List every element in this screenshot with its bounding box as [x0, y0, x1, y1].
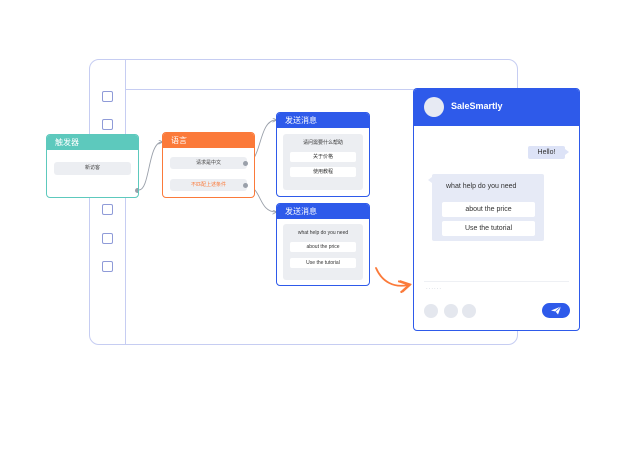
image-icon[interactable] [462, 304, 476, 318]
sidebar-tool-icon[interactable] [102, 119, 113, 130]
output-port[interactable] [135, 188, 138, 193]
message-input[interactable]: ...... [426, 285, 443, 291]
canvas-topbar-divider [126, 89, 517, 90]
trigger-condition[interactable]: 新访客 [54, 162, 131, 175]
reply-button[interactable]: about the price [290, 242, 356, 252]
user-message-tail [565, 149, 569, 155]
send-message-node-cn[interactable]: 发送消息 请问需要什么帮助 关于价格 使用教程 [276, 112, 370, 197]
message-text: what help do you need [297, 230, 349, 236]
quick-reply-button[interactable]: about the price [442, 202, 535, 217]
preview-arrow [375, 267, 408, 286]
avatar [424, 97, 444, 117]
sidebar-tool-icon[interactable] [102, 233, 113, 244]
bot-question: what help do you need [446, 183, 517, 190]
send-message-node-en[interactable]: 发送消息 what help do you need about the pri… [276, 203, 370, 286]
paper-plane-icon [551, 306, 562, 315]
brand-name: SaleSmartly [451, 101, 503, 111]
language-condition-chinese[interactable]: 请求是中文 [170, 157, 247, 169]
language-node[interactable]: 语言 请求是中文 不匹配上述条件 [162, 132, 255, 198]
connector-trigger-language [138, 142, 162, 191]
chat-widget: SaleSmartly Hello! what help do you need… [413, 88, 580, 331]
bot-message: what help do you need about the price Us… [432, 174, 544, 241]
trigger-node[interactable]: 触发器 新访客 [46, 134, 139, 198]
sidebar-tool-icon[interactable] [102, 261, 113, 272]
language-condition-fallback[interactable]: 不匹配上述条件 [170, 179, 247, 191]
reply-button[interactable]: 使用教程 [290, 167, 356, 177]
emoji-icon[interactable] [424, 304, 438, 318]
input-divider [424, 281, 569, 282]
output-port[interactable] [243, 183, 248, 188]
reply-button[interactable]: Use the tutorial [290, 258, 356, 268]
node-title: 发送消息 [277, 113, 369, 128]
node-title: 发送消息 [277, 204, 369, 219]
reply-button[interactable]: 关于价格 [290, 152, 356, 162]
message-card: 请问需要什么帮助 关于价格 使用教程 [283, 134, 363, 190]
sidebar-tool-icon[interactable] [102, 91, 113, 102]
quick-reply-button[interactable]: Use the tutorial [442, 221, 535, 236]
node-title: 触发器 [47, 135, 138, 150]
bot-message-tail [428, 177, 432, 183]
sidebar-tool-icon[interactable] [102, 204, 113, 215]
node-title: 语言 [163, 133, 254, 148]
attachment-icon[interactable] [444, 304, 458, 318]
message-card: what help do you need about the price Us… [283, 224, 363, 280]
output-port[interactable] [243, 161, 248, 166]
message-text: 请问需要什么帮助 [302, 140, 343, 146]
user-message: Hello! [528, 146, 565, 159]
send-button[interactable] [542, 303, 570, 318]
canvas-sidebar-divider [125, 60, 126, 344]
